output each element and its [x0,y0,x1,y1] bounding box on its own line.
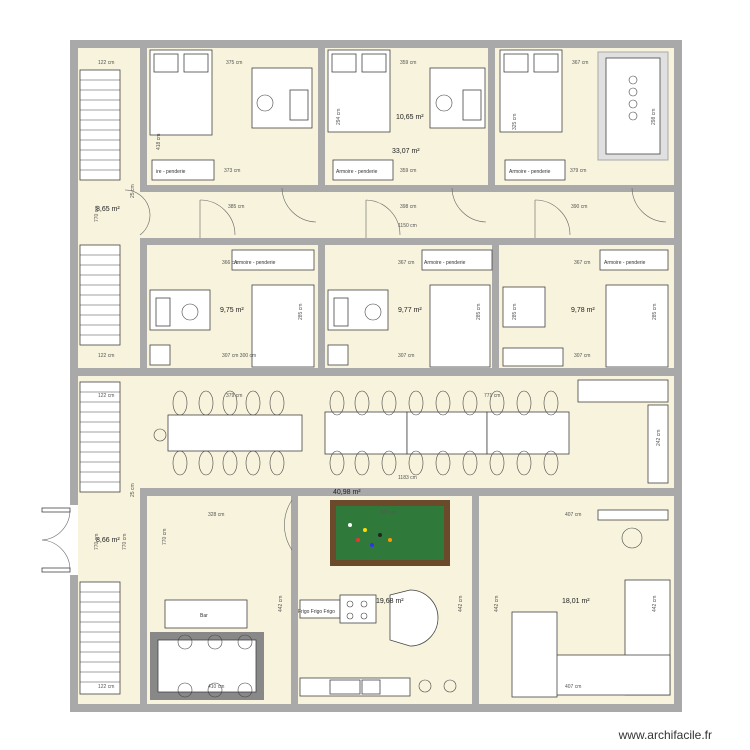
bedroom-mid-3 [502,249,669,368]
dim-25-b: 25 cm [130,483,136,497]
dim-359: 359 cm [400,60,416,66]
bedroom-top-1 [149,49,313,181]
dim-367: 367 cm [572,60,588,66]
label-wardrobe-1: ire - penderie [156,169,186,175]
dim-285-b: 285 cm [476,304,482,320]
bedroom-top-2 [327,49,486,181]
entrance-door [41,505,78,575]
dim-770-c: 770 cm [122,534,128,550]
dim-442-d: 442 cm [652,596,658,612]
area-bedroom-mid-2: 9,77 m² [398,307,422,314]
dim-770: 770 cm [94,206,100,222]
dim-770-b: 770 cm [94,534,100,550]
dim-122-b: 122 cm [98,353,114,359]
dim-410: 410 cm [208,684,224,690]
dim-285-d: 285 cm [652,304,658,320]
stairs [79,69,121,695]
dim-325: 325 cm [512,114,518,130]
dim-377: 377 cm [380,510,396,516]
dim-407-b: 407 cm [565,684,581,690]
lounge-room [511,509,671,698]
dim-294: 294 cm [336,109,342,125]
bedroom-mid-1 [149,249,315,368]
watermark: www.archifacile.fr [618,728,712,742]
label-wardrobe-2: Armoire - penderie [336,169,378,175]
label-wardrobe-3: Armoire - penderie [509,169,551,175]
bar-room [150,499,293,700]
area-room-top-middle: 10,65 m² [396,114,424,121]
dim-771: 771 cm [484,393,500,399]
bedroom-top-3 [499,49,669,181]
dim-442-c: 442 cm [494,596,500,612]
dim-285: 285 cm [298,304,304,320]
label-wardrobe-6: Armoire - penderie [604,260,646,266]
area-left-top: 8,65 m² [96,206,120,213]
dim-307b: 307 cm 300 cm [222,353,256,359]
dim-366: 366 cm [222,260,238,266]
dining-area [153,379,669,484]
dim-1183: 1183 cm [398,475,417,481]
dim-442: 442 cm [278,596,284,612]
bedroom-mid-2 [327,249,493,368]
dim-307-c: 307 cm [574,353,590,359]
area-dining: 40,98 m² [333,489,361,496]
area-bedroom-mid-3: 9,78 m² [571,307,595,314]
corridor-doors [124,187,667,238]
dim-398: 398 cm [400,204,416,210]
area-left-bottom: 8,66 m² [96,537,120,544]
pool-room [299,500,457,697]
interior-walls [78,48,674,704]
label-wardrobe-4: Armoire - penderie [234,260,276,266]
dim-1150: 1150 cm [398,223,417,229]
area-game-room: 18,01 m² [562,598,590,605]
area-bedroom-mid-1: 9,75 m² [220,307,244,314]
dim-359-b: 359 cm [400,168,416,174]
dim-307: 307 cm [398,353,414,359]
dim-770-d: 770 cm [162,529,168,545]
dim-285-c: 285 cm [512,304,518,320]
dim-122-d: 122 cm [98,684,114,690]
dim-367-c: 367 cm [574,260,590,266]
dim-390: 390 cm [571,204,587,210]
area-top-zone: 33,07 m² [392,148,420,155]
dim-442-b: 442 cm [458,596,464,612]
dim-379: 379 cm [570,168,586,174]
dim-298: 298 cm [651,109,657,125]
dim-379-b: 379 cm [226,393,242,399]
dim-328: 328 cm [208,512,224,518]
dim-375: 375 cm [226,60,242,66]
dim-385: 385 cm [228,204,244,210]
dim-418: 418 cm [156,134,162,150]
dim-122: 122 cm [98,60,114,66]
dim-373: 373 cm [224,168,240,174]
dim-25: 25 cm [130,184,136,198]
dim-122-c: 122 cm [98,393,114,399]
label-bar: Bar [200,613,208,619]
dim-242: 242 cm [656,430,662,446]
dim-407: 407 cm [565,512,581,518]
label-wardrobe-5: Armoire - penderie [424,260,466,266]
label-fridge: Frigo Frigo Frigo [298,609,335,615]
dim-367-b: 367 cm [398,260,414,266]
area-kitchen: 19,68 m² [376,598,404,605]
